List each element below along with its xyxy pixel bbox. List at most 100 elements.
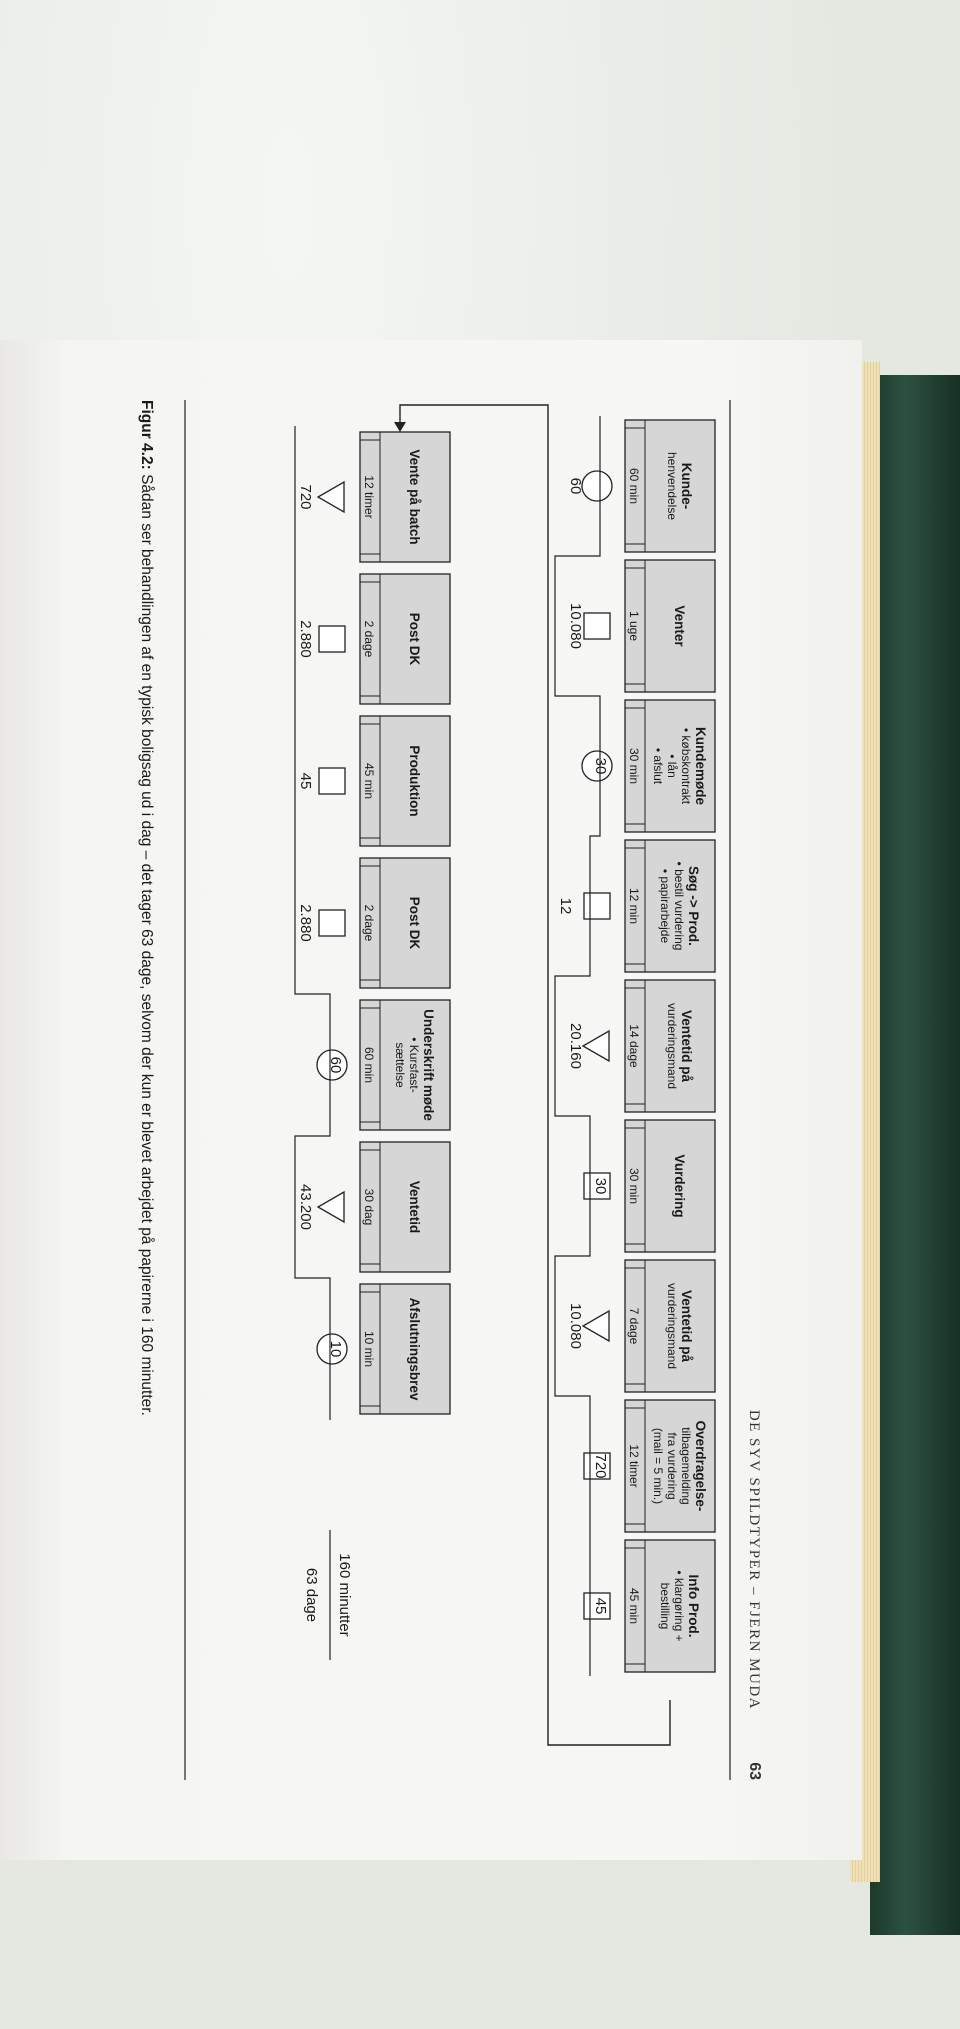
- top-step-1-box: [624, 419, 716, 553]
- bottom-step-2-label-line-1: Post DK: [407, 613, 422, 666]
- row-connector-line: [399, 404, 671, 1746]
- bottom-step-7-label-line-1: Afslutningsbrev: [407, 1298, 422, 1401]
- top-step-2-label-line-1: Venter: [672, 605, 687, 647]
- bottom-step-5-box: [359, 999, 451, 1131]
- bottom-timeline: [294, 426, 331, 1420]
- top-step-8-label-line-1: Overdragelse-: [693, 1421, 708, 1512]
- top-step-8-box: [624, 1399, 716, 1533]
- top-step-8-label-line-4: (mail = 5 min.): [651, 1428, 665, 1504]
- top-step-5-label-line-2: vurderingsmand: [665, 1003, 679, 1089]
- top-step-1-label-line-1: Kunde-: [679, 463, 694, 510]
- bottom-step-1-time: 12 timer: [362, 475, 376, 518]
- top-step-3-label-line-3: • lån: [665, 754, 679, 778]
- bottom-step-1-box: [359, 431, 451, 563]
- bottom-step-4-square-icon: [318, 909, 346, 937]
- summary-days: 63 dage: [303, 1568, 320, 1622]
- top-step-7-label-line-2: vurderingsmand: [665, 1283, 679, 1369]
- bottom-step-5-label-line-1: Underskrift møde: [421, 1009, 436, 1121]
- bottom-step-6-time: 30 dag: [362, 1189, 376, 1226]
- top-step-1-time: 60 min: [627, 468, 641, 504]
- bottom-step-3-time: 45 min: [362, 763, 376, 799]
- top-step-1-value: 60: [567, 478, 584, 495]
- bottom-step-5-circle-icon: [316, 1049, 348, 1081]
- top-step-5-label-line-1: Ventetid på: [679, 1010, 694, 1083]
- bottom-step-5-label-line-2: • Kursfast-: [407, 1037, 421, 1093]
- top-step-9-label-line-2: • klargøring +: [672, 1570, 686, 1641]
- top-step-4-label-line-1: Søg -> Prod.: [686, 866, 701, 946]
- top-step-6-box: [624, 1119, 716, 1253]
- top-step-4-time: 12 min: [627, 888, 641, 924]
- caption-text: Sådan ser behandlingen af en typisk boli…: [138, 469, 155, 1416]
- bottom-step-6-box: [359, 1141, 451, 1273]
- bottom-step-2-box: [359, 573, 451, 705]
- top-step-7-label-line-1: Ventetid på: [679, 1290, 694, 1363]
- top-step-1-label-line-2: henvendelse: [665, 452, 679, 520]
- top-step-2-value: 10.080: [567, 603, 584, 649]
- bottom-step-4-value: 2.880: [297, 904, 314, 942]
- bottom-step-6-label-line-1: Ventetid: [407, 1181, 422, 1234]
- bottom-step-1-triangle-icon: [316, 480, 345, 514]
- top-step-6-time: 30 min: [627, 1168, 641, 1204]
- top-step-7-triangle-icon: [581, 1309, 610, 1343]
- bottom-step-7-value: 10: [327, 1341, 344, 1358]
- top-step-7-time: 7 dage: [627, 1308, 641, 1345]
- top-step-2-time: 1 uge: [627, 611, 641, 641]
- top-step-8-label-line-2: tilbagemelding: [679, 1427, 693, 1504]
- figure-caption: Figur 4.2: Sådan ser behandlingen af en …: [137, 400, 155, 1820]
- bottom-step-3-square-icon: [318, 767, 346, 795]
- top-step-3-time: 30 min: [627, 748, 641, 784]
- bottom-step-4-time: 2 dage: [362, 905, 376, 942]
- bottom-step-3-value: 45: [297, 773, 314, 790]
- bottom-step-6-triangle-icon: [316, 1190, 345, 1224]
- top-step-9-time: 45 min: [627, 1588, 641, 1624]
- top-step-8-value: 720: [592, 1453, 609, 1478]
- bottom-step-2-square-icon: [318, 625, 346, 653]
- row-connector-arrow-icon: [394, 422, 406, 432]
- top-step-3-box: [624, 699, 716, 833]
- bottom-step-5-time: 60 min: [362, 1047, 376, 1083]
- top-step-6-label-line-1: Vurdering: [672, 1154, 687, 1217]
- bottom-step-3-box: [359, 715, 451, 847]
- book-cover: [870, 375, 960, 1935]
- bottom-step-5-label-line-3: sættelse: [393, 1042, 407, 1088]
- top-step-4-box: [624, 839, 716, 973]
- top-step-3-label-line-2: • købskontrakt: [679, 728, 693, 805]
- bottom-step-7-time: 10 min: [362, 1331, 376, 1367]
- bottom-step-4-label-line-1: Post DK: [407, 897, 422, 950]
- bottom-step-1-label-line-1: Vente på batch: [407, 449, 422, 544]
- top-step-9-box: [624, 1539, 716, 1673]
- top-step-9-label-line-1: Info Prod.: [686, 1575, 701, 1638]
- top-step-7-value: 10.080: [567, 1303, 584, 1349]
- top-step-3-circle-icon: [581, 750, 613, 782]
- top-step-3-label-line-1: Kundemøde: [693, 727, 708, 805]
- top-step-4-label-line-3: • papirarbejde: [658, 869, 672, 944]
- top-step-6-value: 30: [592, 1178, 609, 1195]
- top-step-3-label-line-4: • afslut: [651, 748, 665, 785]
- summary-minutes: 160 minutter: [336, 1553, 353, 1636]
- bottom-step-3-label-line-1: Produktion: [407, 745, 422, 816]
- top-step-2-square-icon: [583, 612, 611, 640]
- caption-label: Figur 4.2:: [138, 400, 155, 470]
- bottom-step-7-circle-icon: [316, 1333, 348, 1365]
- top-step-2-box: [624, 559, 716, 693]
- rotated-page-content: DE SYV SPILDTYPER – FJERN MUDA 63 Kunde-…: [120, 400, 770, 1820]
- top-step-7-box: [624, 1259, 716, 1393]
- top-step-5-triangle-icon: [581, 1029, 610, 1063]
- top-step-8-label-line-3: fra vurdering: [665, 1432, 679, 1499]
- top-step-5-value: 20.160: [567, 1023, 584, 1069]
- bottom-step-7-box: [359, 1283, 451, 1415]
- top-step-9-label-line-3: bestilling: [658, 1583, 672, 1630]
- top-step-4-label-line-2: • bestil vurdering: [672, 862, 686, 951]
- top-timeline: [554, 416, 601, 1676]
- top-step-1-circle-icon: [581, 470, 613, 502]
- top-step-5-time: 14 dage: [627, 1024, 641, 1068]
- top-step-4-square-icon: [583, 892, 611, 920]
- bottom-step-6-value: 43.200: [297, 1184, 314, 1230]
- top-step-9-value: 45: [592, 1598, 609, 1615]
- bottom-step-5-value: 60: [327, 1057, 344, 1074]
- bottom-step-1-value: 720: [297, 484, 314, 509]
- bottom-step-2-value: 2.880: [297, 620, 314, 658]
- top-step-4-value: 12: [557, 898, 574, 915]
- top-step-5-box: [624, 979, 716, 1113]
